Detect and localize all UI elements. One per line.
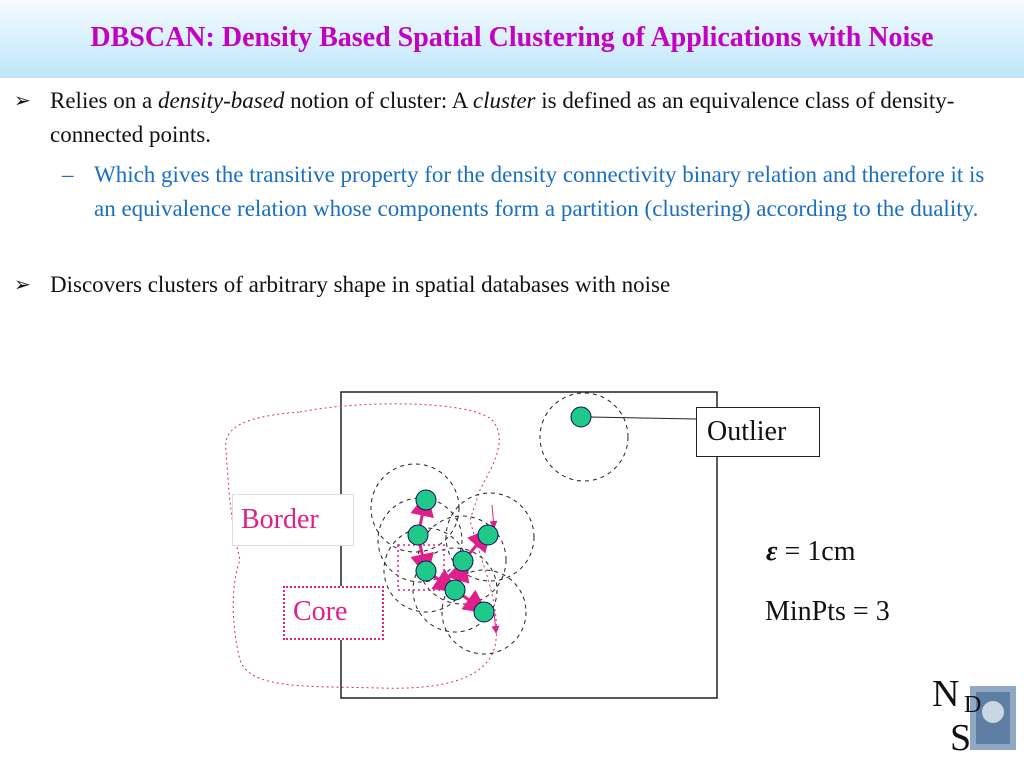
- logo-letter-d: D: [964, 692, 981, 718]
- sub-bullet-transitive: – Which gives the transitive property fo…: [62, 158, 994, 226]
- epsilon-circle: [377, 497, 463, 583]
- bullet-emphasis: cluster: [472, 88, 536, 113]
- bullet-marker-icon: ➢: [14, 274, 31, 296]
- data-point: [452, 550, 474, 572]
- data-point: [415, 489, 437, 511]
- epsilon-symbol: ε: [766, 536, 778, 567]
- data-point: [477, 524, 499, 546]
- logo-letter-n: N: [932, 673, 959, 715]
- sub-bullet-text: Which gives the transitive property for …: [94, 162, 985, 221]
- data-point: [473, 601, 495, 623]
- data-point: [407, 524, 429, 546]
- border-pointer-arrow: [489, 504, 498, 529]
- epsilon-circles: [370, 392, 629, 655]
- nds-logo: N D S: [932, 673, 1016, 756]
- bullet-text: notion of cluster: A: [284, 88, 473, 113]
- epsilon-value: = 1cm: [777, 536, 856, 567]
- epsilon-circle: [441, 569, 527, 655]
- data-point: [415, 560, 437, 582]
- bullet-arbitrary-shape: ➢ Discovers clusters of arbitrary shape …: [14, 268, 1000, 302]
- logo-letter-s: S: [950, 717, 971, 756]
- data-point-outlier: [570, 406, 592, 428]
- data-points: [407, 406, 592, 623]
- epsilon-circle: [445, 492, 535, 582]
- border-pointer-arrow: [491, 611, 500, 634]
- bullet-marker-icon: ➢: [14, 90, 31, 112]
- slide-title: DBSCAN: Density Based Spatial Clustering…: [90, 22, 934, 53]
- epsilon-circle: [370, 463, 460, 553]
- epsilon-param: ε = 1cm: [766, 536, 855, 568]
- bullet-text: is defined as an equivalence class of de…: [50, 88, 955, 147]
- bullet-emphasis: density-based: [157, 88, 285, 113]
- bullet-text: Relies on a: [50, 88, 158, 113]
- title-bar: DBSCAN: Density Based Spatial Clustering…: [0, 0, 1024, 78]
- epsilon-circle: [539, 392, 629, 482]
- cluster-outline: [225, 403, 500, 689]
- minpts-param: MinPts = 3: [765, 596, 890, 627]
- bullet-text: Discovers clusters of arbitrary shape in…: [50, 272, 671, 297]
- bullet-density-based: ➢ Relies on a density-based notion of cl…: [14, 84, 1000, 152]
- border-label: Border: [232, 494, 354, 546]
- outlier-leader-line: [589, 416, 697, 420]
- dash-marker-icon: –: [62, 162, 74, 187]
- data-point: [444, 579, 466, 601]
- outlier-label: Outlier: [696, 407, 820, 457]
- core-label: Core: [283, 586, 384, 640]
